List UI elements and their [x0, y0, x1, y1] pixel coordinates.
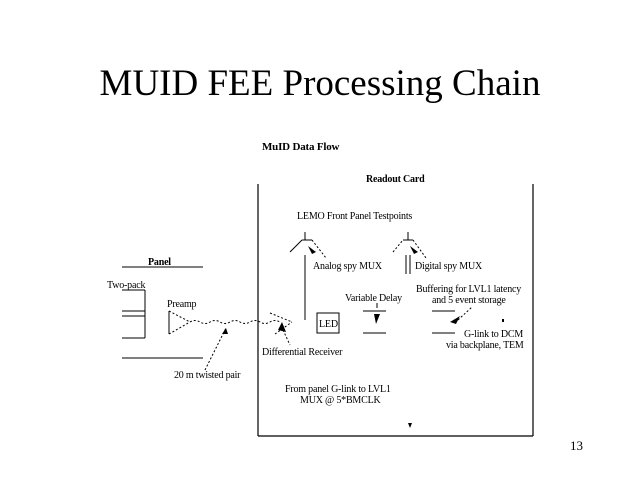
twisted-pair-cable — [189, 320, 281, 324]
page-number: 13 — [570, 438, 583, 453]
twisted-pair-label: 20 m twisted pair — [174, 370, 241, 381]
diff-receiver-pointer — [282, 329, 291, 346]
digital-spy-mux-icon — [392, 232, 427, 274]
variable-delay-label: Variable Delay — [345, 293, 402, 304]
digital-spy-mux-label: Digital spy MUX — [415, 261, 483, 272]
two-pack-detector — [122, 289, 146, 339]
diagram-title: MuID Data Flow — [262, 141, 340, 153]
buffer-icon — [432, 306, 473, 334]
differential-receiver-label: Differential Receiver — [262, 347, 343, 358]
readout-card-label: Readout Card — [366, 174, 425, 185]
arrow-icon — [222, 328, 228, 334]
readout-card-box — [257, 184, 534, 437]
preamp-icon — [168, 310, 191, 335]
slide-title: MUID FEE Processing Chain — [99, 63, 541, 104]
glink-dcm-label-line1: G-link to DCM — [464, 329, 523, 340]
glink-lvl1-label-line1: From panel G-link to LVL1 — [285, 384, 391, 395]
analog-spy-mux-icon — [289, 232, 327, 320]
variable-delay-icon — [363, 303, 386, 334]
buffering-label-line2: and 5 event storage — [432, 295, 506, 306]
twisted-pair-pointer — [204, 327, 227, 371]
panel-label: Panel — [148, 257, 171, 268]
lvl1-output-marker — [408, 423, 412, 428]
differential-receiver-icon — [269, 312, 293, 335]
glink-dcm-label-line2: via backplane, TEM — [446, 340, 524, 351]
buffering-label-line1: Buffering for LVL1 latency — [416, 284, 521, 295]
preamp-label: Preamp — [167, 299, 197, 310]
lemo-testpoints-label: LEMO Front Panel Testpoints — [297, 211, 412, 222]
led-label: LED — [319, 319, 338, 330]
two-pack-label: Two-pack — [107, 280, 145, 291]
led-box — [316, 312, 340, 334]
analog-spy-mux-label: Analog spy MUX — [313, 261, 383, 272]
glink-lvl1-label-line2: MUX @ 5*BMCLK — [300, 395, 381, 406]
